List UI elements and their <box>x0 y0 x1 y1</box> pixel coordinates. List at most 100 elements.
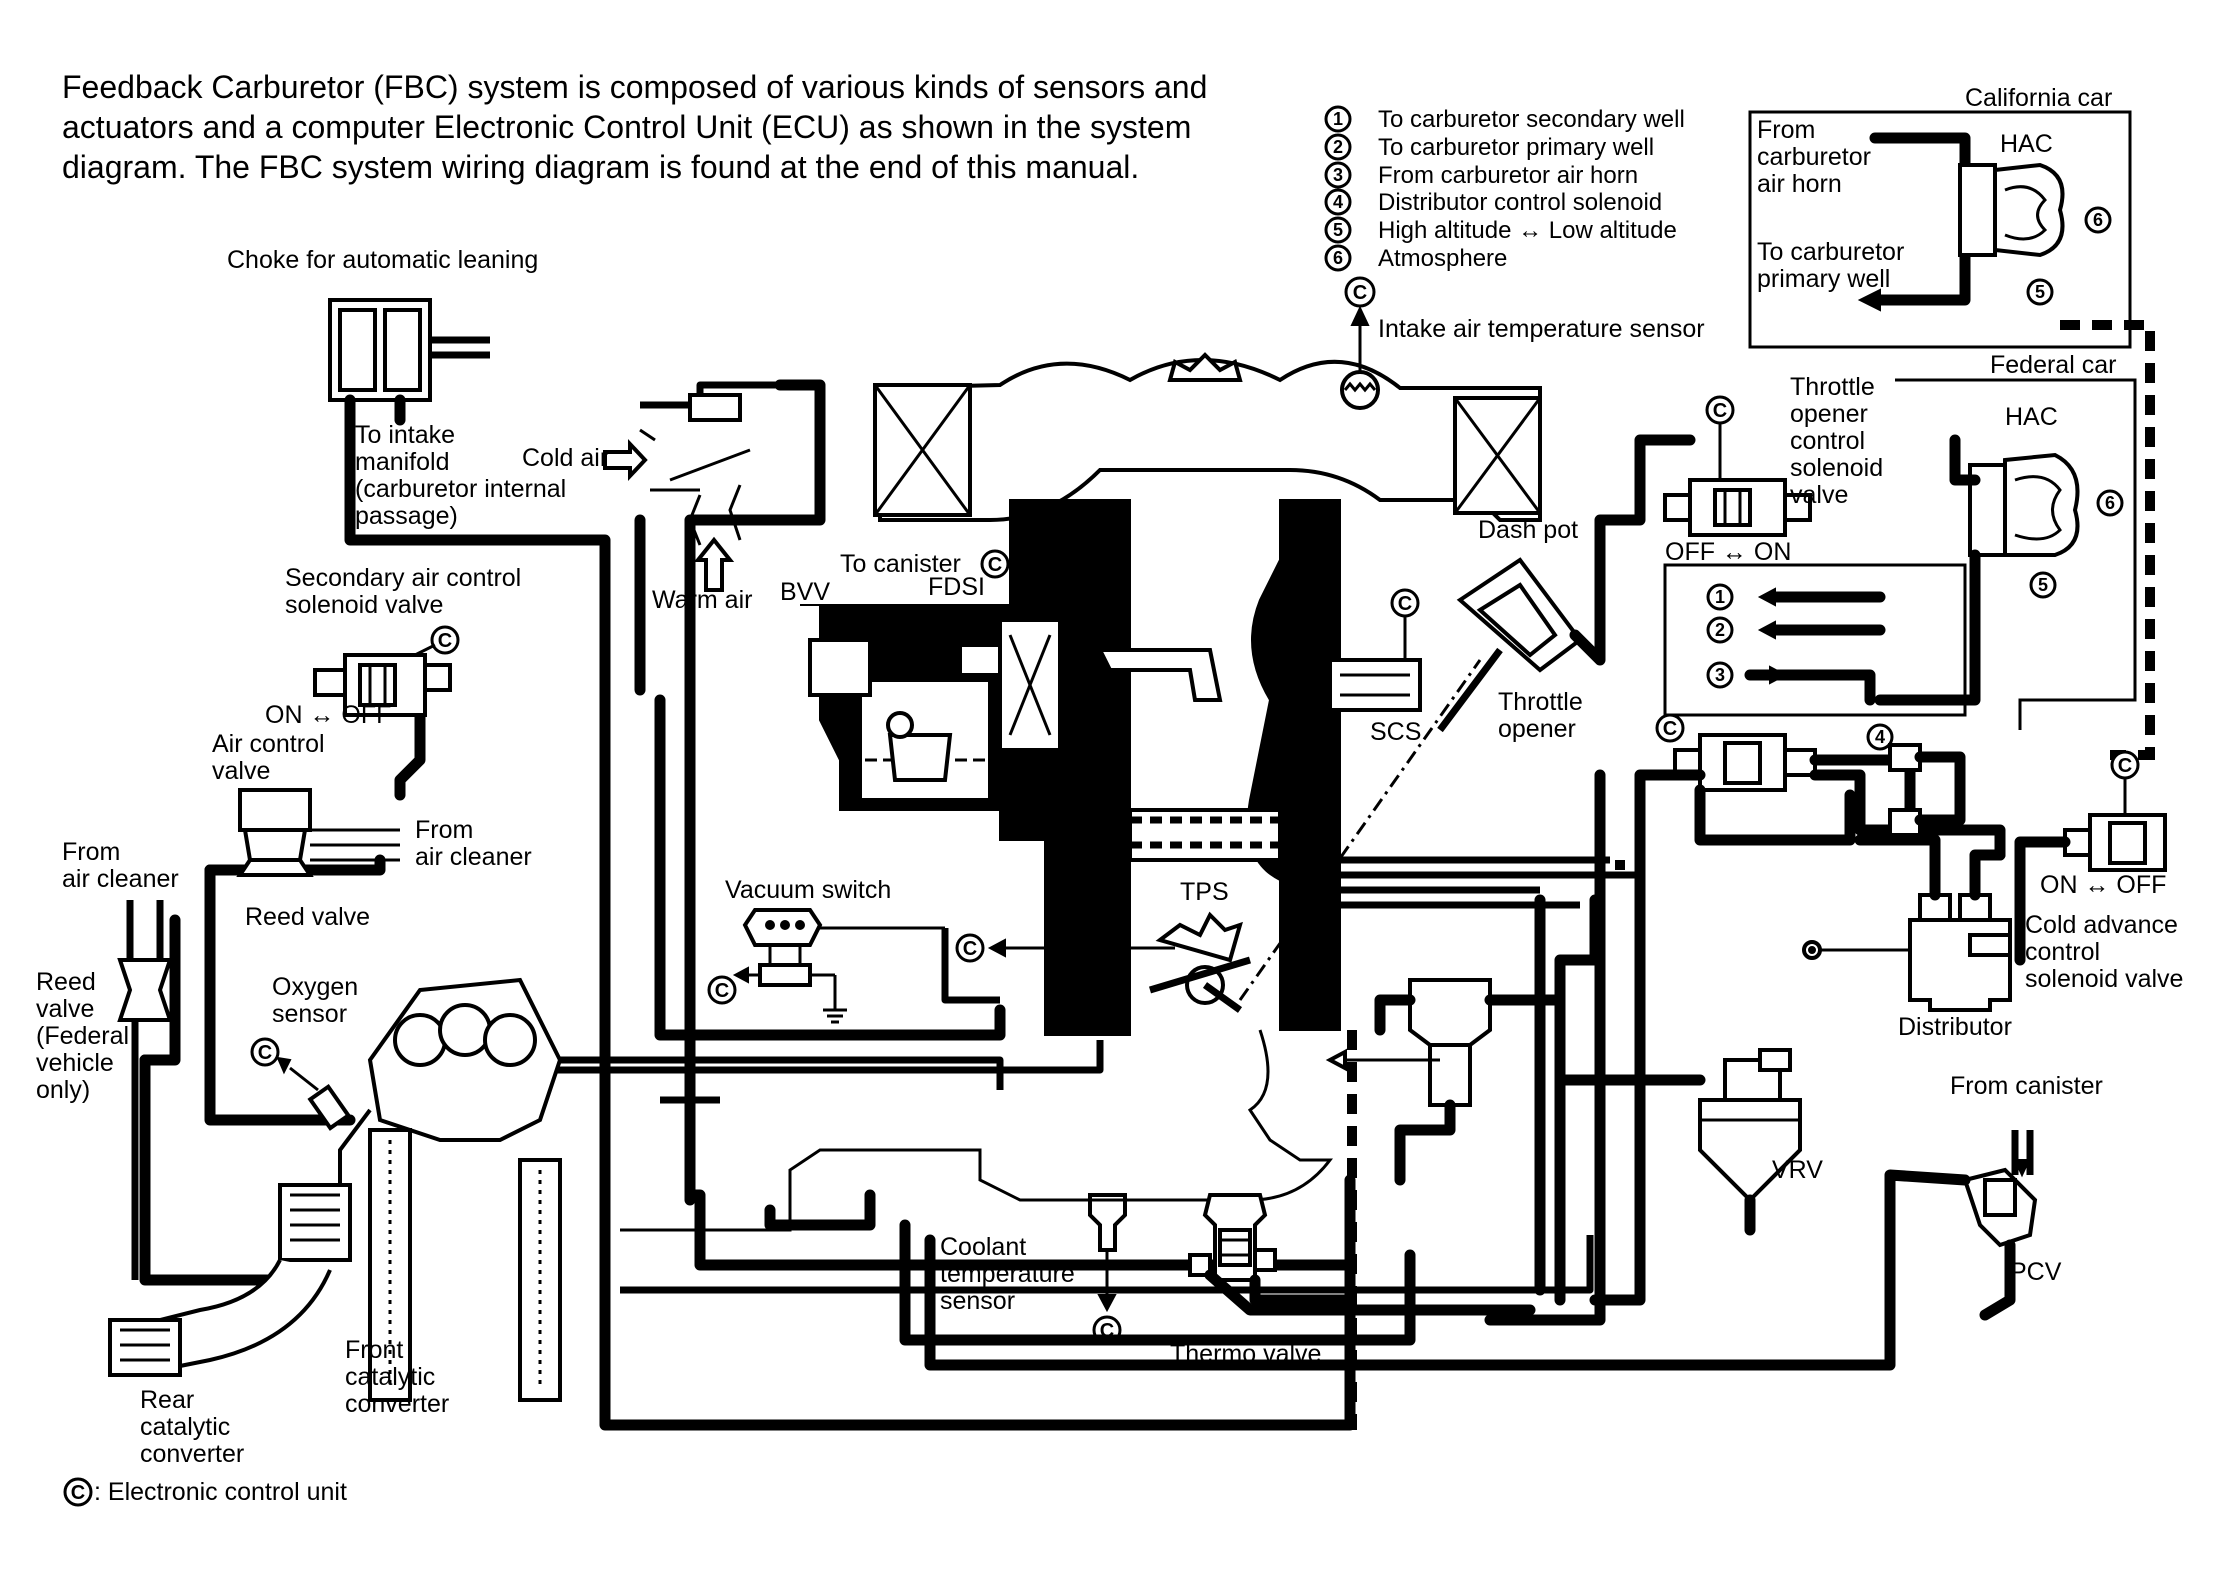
exhaust-system <box>108 977 563 1402</box>
federal-car-label: Federal car <box>1990 351 2116 379</box>
front-cat-label-1: Front <box>345 1336 403 1364</box>
legend-item-3: 3 From carburetor air horn <box>1324 161 1638 189</box>
bvv-label: BVV <box>780 578 830 606</box>
svg-text:Distributor control solenoid: Distributor control solenoid <box>1378 189 1662 216</box>
distributor-label: Distributor <box>1898 1013 2012 1041</box>
california-hac-box: 6 5 <box>1748 110 2132 349</box>
right-side-hoses <box>1325 769 1640 1326</box>
coolant-label-1: Coolant <box>940 1233 1026 1261</box>
svg-text:C: C <box>1713 400 1727 422</box>
to-intake-label-1: To intake <box>355 421 455 449</box>
distributor-control-solenoid: C <box>1589 713 2006 1306</box>
secondary-air-solenoid: C <box>313 625 460 717</box>
throttle-opener-label-1: Throttle <box>1498 688 1583 716</box>
port-markers: 1 2 3 4 <box>1663 563 1967 751</box>
warm-air-arrow-icon <box>693 536 735 592</box>
svg-text:4: 4 <box>1333 192 1343 212</box>
svg-text:3: 3 <box>1333 165 1343 185</box>
choke-assembly <box>328 298 490 426</box>
svg-text:C: C <box>963 938 977 960</box>
to-sol-label-3: control <box>1790 427 1865 455</box>
choke-label: Choke for automatic leaning <box>227 246 538 274</box>
intro-line-2: actuators and a computer Electronic Cont… <box>62 109 1191 145</box>
cold-air-label: Cold air <box>522 444 608 472</box>
throttle-position-sensor: C <box>955 659 1482 1013</box>
svg-text:To carburetor secondary well: To carburetor secondary well <box>1378 106 1685 133</box>
to-intake-label-3: (carburetor internal <box>355 475 566 503</box>
hac-federal-label: HAC <box>2005 403 2058 431</box>
svg-text:C: C <box>988 554 1002 576</box>
svg-text:6: 6 <box>2093 210 2103 230</box>
ca-from-label-3: air horn <box>1757 170 1842 198</box>
svg-text:Atmosphere: Atmosphere <box>1378 245 1507 272</box>
svg-text:From carburetor air horn: From carburetor air horn <box>1378 162 1638 189</box>
reed-federal-label-2: valve <box>36 995 94 1023</box>
svg-text:To carburetor primary well: To carburetor primary well <box>1378 134 1654 161</box>
front-cat-label-3: converter <box>345 1390 449 1418</box>
hac-california-label: HAC <box>2000 130 2053 158</box>
from-canister-label: From canister <box>1950 1072 2103 1100</box>
scs-label: SCS <box>1370 718 1421 746</box>
svg-text:C: C <box>438 630 452 652</box>
pcv-label: PCV <box>2010 1258 2062 1286</box>
svg-text:3: 3 <box>1715 665 1725 685</box>
ecu-symbol-scs <box>1390 588 1420 618</box>
svg-text:4: 4 <box>1875 727 1885 747</box>
from-air-cleaner-label-1a: From <box>415 816 473 844</box>
fdsi-label: FDSI <box>928 573 985 601</box>
svg-text:1: 1 <box>1333 109 1343 129</box>
federal-hac: 6 5 <box>1874 378 2137 730</box>
from-air-cleaner-label-2a: From <box>62 838 120 866</box>
legend-item-4: 4 Distributor control solenoid <box>1324 188 1662 216</box>
rear-cat-label-2: catalytic <box>140 1413 230 1441</box>
svg-text:High altitude ↔ Low altitude: High altitude ↔ Low altitude <box>1378 217 1677 244</box>
oxygen-label-1: Oxygen <box>272 973 358 1001</box>
rear-cat-label-1: Rear <box>140 1386 194 1414</box>
legend: 1 To carburetor secondary well 2 To carb… <box>1324 105 1685 272</box>
cold-advance-solenoid: C <box>2014 750 2167 966</box>
oxygen-sensor: C <box>250 1037 352 1131</box>
throttle-opener-label-2: opener <box>1498 715 1576 743</box>
svg-text:C: C <box>1663 718 1677 740</box>
intro-line-3: diagram. The FBC system wiring diagram i… <box>62 149 1139 185</box>
pcv <box>924 1130 2038 1371</box>
ecu-symbol-sec-air <box>430 625 460 655</box>
svg-text:6: 6 <box>2105 493 2115 513</box>
tps-label: TPS <box>1180 878 1229 906</box>
ecu-symbol-dist-ctrl <box>1655 713 1685 743</box>
on-off-left-label: ON ↔ OFF <box>265 701 391 729</box>
svg-text:C: C <box>1353 282 1367 304</box>
from-air-cleaner-label-2b: air cleaner <box>62 865 179 893</box>
air-control-label-1: Air control <box>212 730 325 758</box>
distributor <box>1802 834 2012 1012</box>
ca-from-label-2: carburetor <box>1757 143 1871 171</box>
warm-air-label: Warm air <box>652 586 752 614</box>
svg-text:6: 6 <box>1333 248 1343 268</box>
vrv-label: VRV <box>1772 1156 1823 1184</box>
to-canister-label: To canister <box>840 550 961 578</box>
ecu-symbol-oxygen <box>250 1037 280 1067</box>
to-sol-label-1: Throttle <box>1790 373 1875 401</box>
from-air-cleaner-label-1b: air cleaner <box>415 843 532 871</box>
to-sol-label-5: valve <box>1790 481 1848 509</box>
to-intake-label-2: manifold <box>355 448 450 476</box>
svg-text:5: 5 <box>1333 220 1343 240</box>
ecu-symbol-tps <box>955 933 985 963</box>
ca-from-label-1: From <box>1757 116 1815 144</box>
rear-cat-label-3: converter <box>140 1440 244 1468</box>
legend-item-2: 2 To carburetor primary well <box>1324 133 1654 161</box>
to-sol-label-4: solenoid <box>1790 454 1883 482</box>
wing-nut-icon <box>1167 352 1243 382</box>
reed-federal-label-1: Reed <box>36 968 96 996</box>
vacuum-switch: C <box>707 908 1000 1024</box>
vacuum-switch-label: Vacuum switch <box>725 876 891 904</box>
svg-text:C: C <box>1398 593 1412 615</box>
svg-text:5: 5 <box>2035 282 2045 302</box>
throttle-opener-solenoid: C <box>1663 395 1812 537</box>
sec-air-label-1: Secondary air control <box>285 564 521 592</box>
air-cleaner-housing <box>873 352 1542 522</box>
to-sol-label-2: opener <box>1790 400 1868 428</box>
ecu-symbol-canister <box>980 549 1010 579</box>
cold-advance-label-1: Cold advance <box>2025 911 2178 939</box>
intro-line-1: Feedback Carburetor (FBC) system is comp… <box>62 69 1207 105</box>
